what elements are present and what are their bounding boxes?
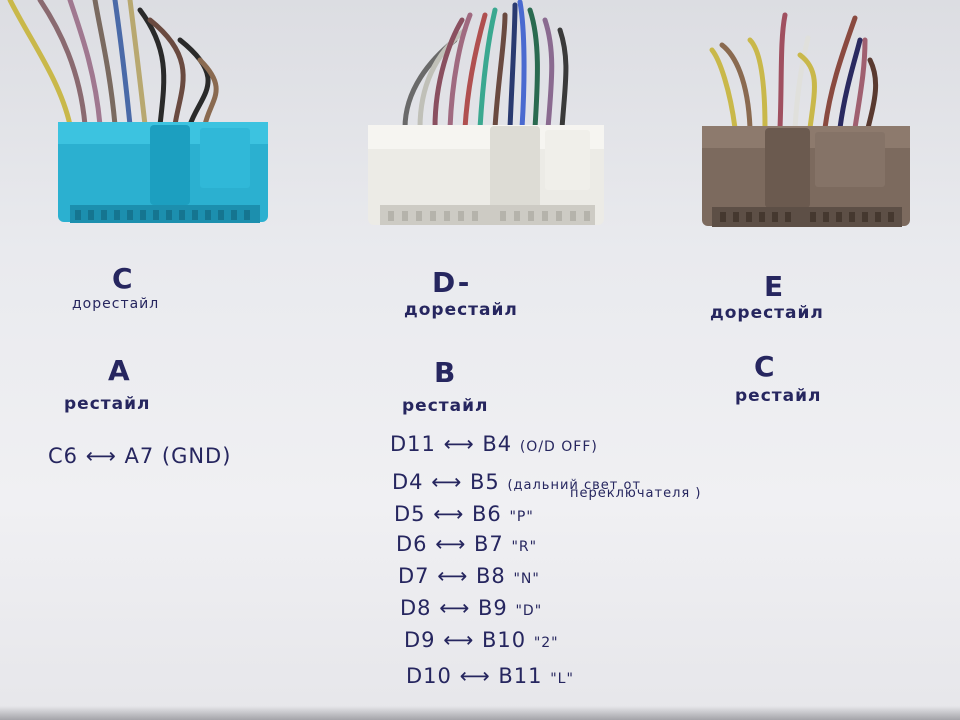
label-connector-d-sub: дорестайл	[404, 300, 518, 320]
mapping-to: B5	[470, 470, 500, 494]
label-restyle-b-sub: рестайл	[402, 396, 489, 416]
label-connector-c-sub: дорестайл	[72, 296, 160, 312]
label-connector-c: C	[112, 262, 135, 295]
mapping-row: D4 ⟷ B5 (дальний свет от	[392, 470, 642, 494]
mapping-to: B6	[472, 502, 502, 526]
brown-connector	[702, 126, 910, 227]
mapping-from: D11	[390, 432, 436, 456]
mapping-from: D6	[396, 532, 428, 556]
mapping-from: D7	[398, 564, 430, 588]
mapping-row: D11 ⟷ B4 (O/D OFF)	[390, 432, 598, 456]
mapping-row: D5 ⟷ B6 "P"	[394, 502, 534, 526]
mapping-row: D10 ⟷ B11 "L"	[406, 664, 574, 688]
mapping-note: "R"	[511, 539, 538, 555]
mapping-c6-a7: C6 ⟷ A7 (GND)	[48, 444, 232, 468]
mapping-from: D10	[406, 664, 452, 688]
label-connector-e: E	[764, 270, 786, 303]
label-connector-d: D-	[432, 266, 472, 299]
label-restyle-c-sub: рестайл	[735, 386, 822, 406]
mapping-to: B9	[478, 596, 508, 620]
wires-white-connector	[402, 0, 569, 131]
wires-blue-connector	[7, 0, 219, 128]
mapping-row: D9 ⟷ B10 "2"	[404, 628, 559, 652]
mapping-note: "N"	[513, 571, 540, 587]
mapping-to: B10	[482, 628, 527, 652]
mapping-row: D7 ⟷ B8 "N"	[398, 564, 540, 588]
label-connector-e-sub: дорестайл	[710, 303, 824, 323]
mapping-note: (O/D OFF)	[519, 439, 598, 455]
mapping-note: (дальний свет от	[507, 478, 642, 493]
mapping-note: "2"	[533, 635, 559, 651]
label-restyle-a-sub: рестайл	[64, 394, 151, 414]
mapping-to: B4	[482, 432, 513, 456]
mapping-to: B11	[498, 664, 543, 688]
mapping-note: "L"	[550, 671, 574, 687]
mapping-from: D5	[394, 502, 426, 526]
mapping-row: D8 ⟷ B9 "D"	[400, 596, 543, 620]
paper-edge-shadow	[0, 706, 960, 720]
wires-brown-connector	[709, 12, 879, 131]
blue-connector	[58, 122, 268, 223]
mapping-to: B7	[474, 532, 504, 556]
mapping-from: D8	[400, 596, 432, 620]
label-restyle-c: C	[754, 350, 777, 383]
label-restyle-a: A	[108, 354, 132, 387]
label-restyle-b: B	[434, 356, 458, 389]
mapping-from: D4	[392, 470, 424, 494]
mapping-to: B8	[476, 564, 506, 588]
mapping-from: D9	[404, 628, 436, 652]
mapping-note: "D"	[515, 603, 543, 619]
mapping-row: D6 ⟷ B7 "R"	[396, 532, 538, 556]
white-connector	[368, 125, 604, 225]
mapping-note: "P"	[509, 509, 534, 525]
mapping-note-continued: переключателя )	[570, 486, 702, 501]
